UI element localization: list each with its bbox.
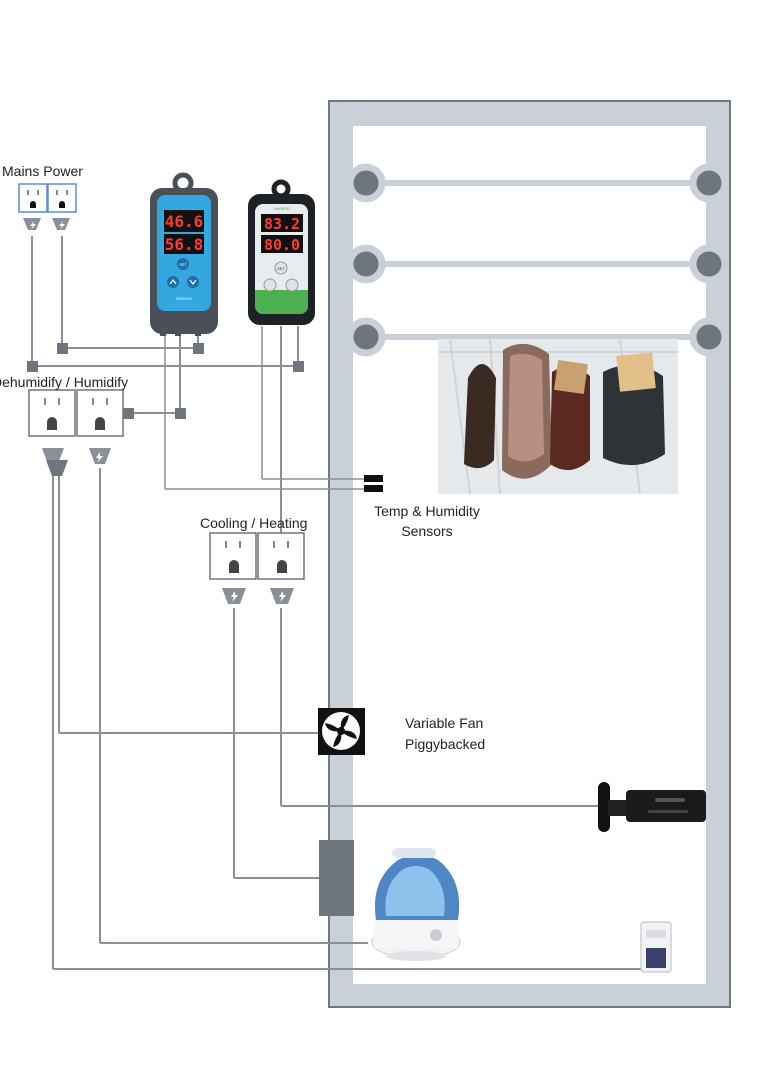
temperature-bottom-reading: 80.0 xyxy=(264,236,300,254)
humidity-bottom-reading: 56.8 xyxy=(165,235,204,254)
sensor-icon xyxy=(364,475,383,492)
cooling-heating-outlets xyxy=(209,532,305,580)
heater-icon xyxy=(598,782,706,832)
humidity-controller: 46.6 56.8 SET INKBIRD xyxy=(150,172,218,336)
sensors-label-line1: Temp & Humidity xyxy=(374,503,480,519)
dehumidify-humidify-outlets xyxy=(28,389,124,437)
temperature-controller: 83.2 80.0 SET INKBIRD xyxy=(248,179,315,325)
plug-icon xyxy=(42,448,111,476)
fan-label-line1: Variable Fan xyxy=(405,715,484,731)
fan-icon xyxy=(318,708,365,755)
sensors-label-line2: Sensors xyxy=(401,523,453,539)
dehumidify-humidify-label: Dehumidify / Humidify xyxy=(0,374,129,390)
plug-icon xyxy=(222,588,294,604)
hanging-meats-photo xyxy=(438,338,678,495)
temperature-set-label: SET xyxy=(277,266,285,271)
relay-box xyxy=(319,840,354,916)
mains-power-outlets xyxy=(18,183,77,213)
fan-label-line2: Piggybacked xyxy=(405,736,486,752)
temperature-brand: INKBIRD xyxy=(274,206,290,211)
humidifier-icon xyxy=(371,848,461,961)
humidity-top-reading: 46.6 xyxy=(165,212,204,231)
plug-icon xyxy=(23,218,70,230)
junctions xyxy=(27,343,304,419)
temperature-top-reading: 83.2 xyxy=(264,215,300,233)
cooling-heating-label: Cooling / Heating xyxy=(200,515,308,531)
hanging-rods xyxy=(346,163,729,357)
wiring xyxy=(31,236,645,970)
mains-power-label: Mains Power xyxy=(2,163,83,179)
humidity-brand: INKBIRD xyxy=(176,296,192,301)
dehumidifier-icon xyxy=(640,921,672,973)
humidity-set-label: SET xyxy=(179,262,187,267)
